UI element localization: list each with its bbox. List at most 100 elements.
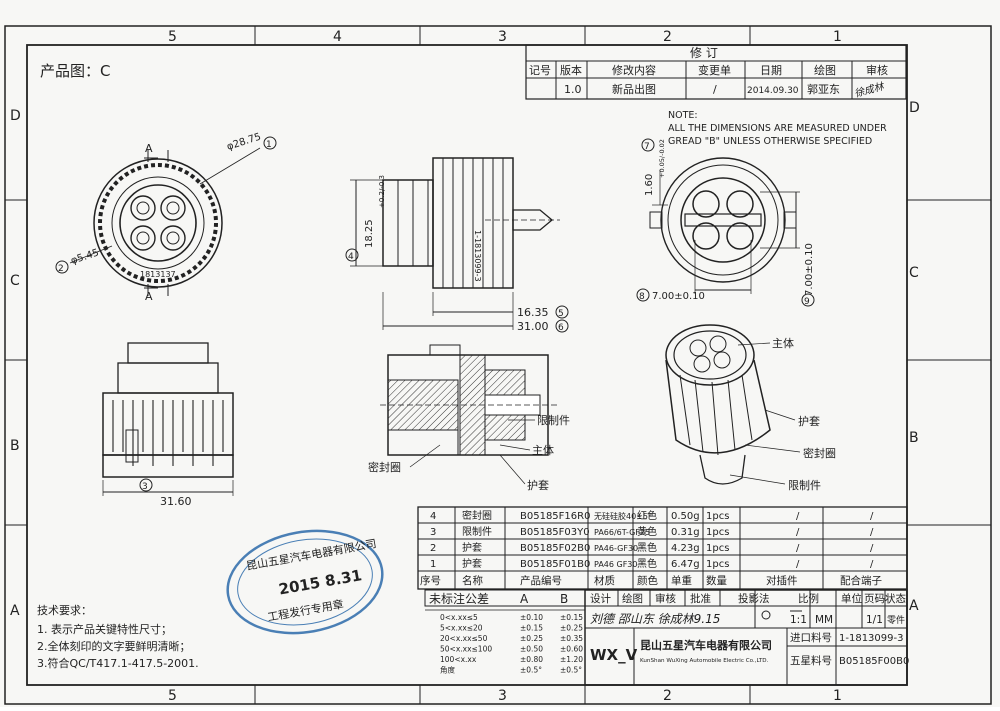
bom-table: [417, 506, 908, 590]
tolerance-title: 未标注公差: [429, 591, 489, 606]
bom-cell: 6.47g: [671, 559, 700, 570]
tech-title: 技术要求：: [37, 604, 92, 617]
bom-cell: 黄色: [637, 525, 657, 538]
tolerance-cell: ±0.60: [560, 645, 583, 654]
zone-row-a-right: A: [909, 598, 919, 614]
tolerance-cell: ±0.10: [520, 613, 543, 622]
bom-cell: 1pcs: [706, 543, 729, 554]
tech-requirements: 技术要求： 1. 表示产品关键特性尺寸； 2.全体刻印的文字要鲜明清晰； 3.符…: [37, 604, 199, 670]
dim-7v: 7.00±0.10: [804, 243, 815, 296]
note-line2: ALL THE DIMENSIONS ARE MEASURED UNDER: [668, 123, 887, 134]
tb-import-label: 进口料号: [790, 631, 832, 644]
dim-1635-no: 5: [558, 309, 564, 319]
note-line1: NOTE:: [668, 110, 698, 121]
bom-cell: 限制件: [462, 525, 492, 538]
bom-cell: B05185F03Y0: [520, 527, 590, 538]
tolerance-cell: 5<x.xx≤20: [440, 624, 483, 633]
note-block: NOTE: ALL THE DIMENSIONS ARE MEASURED UN…: [668, 110, 887, 147]
tb-wx-no: B05185F00B0: [839, 656, 909, 667]
dim-outer-diameter-no: 1: [266, 140, 272, 150]
zone-col-1-bottom: 1: [833, 688, 842, 704]
bom-cell: 1pcs: [706, 511, 729, 522]
zone-row-b-right: B: [909, 430, 919, 446]
bom-cell: 护套: [462, 557, 482, 570]
bom-cell: /: [796, 543, 800, 554]
tolerance-cell: ±0.15: [560, 613, 583, 622]
tolerance-cell: 50<x.xx≤100: [440, 645, 492, 654]
product-title: 产品图：C: [40, 62, 110, 80]
tb-signatures: 刘德 邵山东 徐成林9.15: [590, 612, 720, 626]
side-view: [350, 157, 560, 330]
tolerance-cell: ±0.50: [520, 645, 543, 654]
zone-col-5-bottom: 5: [168, 688, 177, 704]
stamp-bottom: 工程发行专用章: [266, 597, 344, 624]
zone-row-a-left: A: [10, 603, 20, 619]
bom-header-cell: 配合端子: [840, 574, 882, 587]
iso-callout-body: 主体: [772, 336, 794, 350]
tb-import-no: 1-1813099-3: [839, 633, 903, 644]
dim-1825-no: 4: [348, 252, 354, 262]
zone-col-3-bottom: 3: [498, 688, 507, 704]
bom-header-cell: 数量: [706, 574, 727, 587]
bom-cell: PA66/6T-GF25: [594, 528, 650, 537]
bom-cell: PA46 GF30: [594, 560, 638, 569]
tb-unit: MM: [815, 614, 833, 626]
inner-frame: [26, 44, 908, 686]
zone-row-c-left: C: [10, 273, 20, 289]
isometric-view: [665, 324, 801, 485]
tb-role-page: 页码: [864, 593, 885, 605]
bom-header-cell: 颜色: [637, 574, 658, 587]
zone-col-3-top: 3: [498, 29, 507, 45]
tolerance-cell: ±0.5°: [560, 666, 582, 675]
zone-col-4-top: 4: [333, 29, 342, 45]
tb-page: 1/1: [866, 614, 883, 626]
tolerance-cell: ±0.35: [560, 634, 583, 643]
bom-cell: 黑色: [637, 557, 657, 570]
rev-col-mark: 记号: [529, 64, 551, 77]
title-block: [584, 589, 908, 686]
bom-cell: /: [796, 527, 800, 538]
rear-view: [649, 157, 800, 294]
tolerance-cell: ±0.25: [560, 624, 583, 633]
revision-table: 修 订 记号 版本 修改内容 变更单 日期 绘图 审核 1.0 新品出图 / 2…: [525, 44, 907, 100]
tolerance-cell: ±0.25: [520, 634, 543, 643]
tolerance-cell: 20<x.xx≤50: [440, 634, 488, 643]
tolerance-table: 未标注公差 A B: [424, 589, 586, 611]
iso-callout-seal: 密封圈: [803, 446, 836, 460]
stamp-date: 2015 8.31: [277, 566, 363, 598]
bom-cell: B05185F02B0: [520, 543, 590, 554]
revision-header: 修 订: [690, 45, 718, 60]
tb-company-cn: 昆山五星汽车电器有限公司: [640, 638, 772, 652]
tb-role-drawn: 绘图: [622, 592, 643, 605]
rev-date: 2014.09.30: [747, 86, 799, 96]
bom-cell: 红色: [637, 509, 657, 522]
callout-sleeve: 护套: [527, 478, 549, 492]
dim-1635: 16.35: [517, 306, 549, 319]
dim-7h: 7.00±0.10: [652, 291, 705, 302]
rev-col-drawn: 绘图: [814, 63, 836, 77]
bom-cell: /: [870, 511, 874, 522]
bom-cell: 3: [430, 527, 436, 538]
dim-7v-no: 9: [804, 297, 810, 307]
bom-header-cell: 序号: [420, 574, 441, 587]
dim-31: 31.00: [517, 320, 549, 333]
note-line3: GREAD "B" UNLESS OTHERWISE SPECIFIED: [668, 136, 872, 147]
tolerance-cell: 100<x.xx: [440, 655, 477, 664]
rev-check-signature: 徐成林: [853, 80, 886, 100]
tolerance-col-a: A: [520, 592, 529, 606]
tolerance-cell: ±0.80: [520, 655, 543, 664]
zone-row-d-right: D: [909, 100, 920, 116]
tolerance-cell: 0<x.xx≤5: [440, 613, 478, 622]
tb-role-status: 状态: [885, 592, 906, 605]
callout-body: 主体: [532, 443, 554, 457]
tech-line1: 1. 表示产品关键特性尺寸；: [37, 622, 172, 636]
section-label-bottom: A: [145, 290, 153, 303]
zone-row-d-left: D: [10, 108, 21, 124]
tb-role-ratio: 比例: [798, 592, 819, 605]
tb-status: 零件: [887, 614, 905, 626]
tb-role-design: 设计: [590, 592, 611, 605]
bom-header-cell: 名称: [462, 574, 483, 587]
bom-cell: 4: [430, 511, 436, 522]
